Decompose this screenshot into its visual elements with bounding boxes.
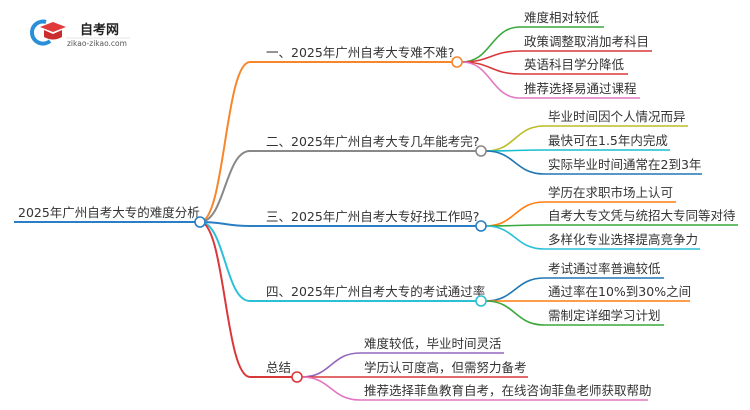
branch-collapse-toggle[interactable] xyxy=(451,56,463,68)
branch-connector xyxy=(199,61,452,223)
leaf-connector xyxy=(485,224,738,227)
leaf-node-label[interactable]: 学历认可度高，但需努力备考 xyxy=(364,360,527,375)
leaf-node-label[interactable]: 学历在求职市场上认可 xyxy=(548,185,673,200)
branch-collapse-toggle[interactable] xyxy=(291,371,303,383)
branch-collapse-toggle[interactable] xyxy=(475,145,487,157)
leaf-connector xyxy=(461,61,640,99)
leaf-node-label[interactable]: 推荐选择菲鱼教育自考，在线咨询菲鱼老师获取帮助 xyxy=(364,383,652,398)
logo-ring-icon xyxy=(29,19,52,46)
leaf-node-label[interactable]: 难度相对较低 xyxy=(524,10,600,25)
leaf-node-label[interactable]: 考试通过率普遍较低 xyxy=(548,261,661,276)
leaf-connector xyxy=(301,352,504,378)
leaf-connector xyxy=(461,26,604,63)
leaf-node-label[interactable]: 实际毕业时间通常在2到3年 xyxy=(548,157,701,172)
root-node-label[interactable]: 2025年广州自考大专的难度分析 xyxy=(18,205,200,220)
leaf-connector xyxy=(485,201,676,227)
branch-node-label[interactable]: 二、2025年广州自考大专几年能考完? xyxy=(266,134,479,149)
leaf-connector xyxy=(485,149,670,152)
graduation-cap-base-icon xyxy=(44,30,62,40)
branch-connector xyxy=(199,150,476,223)
leaf-connector xyxy=(461,61,628,75)
leaf-node-label[interactable]: 需制定详细学习计划 xyxy=(548,308,661,323)
leaf-node-label[interactable]: 最快可在1.5年内完成 xyxy=(548,133,668,148)
root-collapse-toggle[interactable] xyxy=(194,216,206,228)
branch-connector xyxy=(199,221,476,227)
leaf-node-label[interactable]: 推荐选择易通过课程 xyxy=(524,81,637,96)
branch-connector xyxy=(199,221,476,302)
branch-connector xyxy=(199,221,292,378)
leaf-node-label[interactable]: 通过率在10%到30%之间 xyxy=(548,284,691,299)
branch-collapse-toggle[interactable] xyxy=(475,295,487,307)
leaf-connector xyxy=(485,150,702,175)
leaf-node-label[interactable]: 自考大专文凭与统招大专同等对待 xyxy=(548,208,736,223)
leaf-connector xyxy=(301,376,648,401)
leaf-connector xyxy=(485,225,700,250)
branch-node-label[interactable]: 四、2025年广州自考大专的考试通过率 xyxy=(266,284,485,299)
leaf-node-label[interactable]: 英语科目学分降低 xyxy=(524,57,625,72)
leaf-node-label[interactable]: 政策调整取消加考科目 xyxy=(524,34,649,49)
logo: 自考网 zikao-zikao.com xyxy=(29,19,130,48)
leaf-connector xyxy=(485,300,664,326)
branch-node-label[interactable]: 一、2025年广州自考大专难不难? xyxy=(266,45,454,60)
branch-collapse-toggle[interactable] xyxy=(475,220,487,232)
branch-node-label[interactable]: 三、2025年广州自考大专好找工作吗? xyxy=(266,209,479,224)
branch-node-label[interactable]: 总结 xyxy=(266,360,291,375)
logo-title: 自考网 xyxy=(80,22,119,38)
leaf-node-label[interactable]: 多样化专业选择提高竞争力 xyxy=(548,232,698,247)
logo-url: zikao-zikao.com xyxy=(67,39,127,48)
leaf-node-label[interactable]: 难度较低，毕业时间灵活 xyxy=(364,336,502,351)
graduation-cap-icon xyxy=(40,22,66,32)
leaf-connector xyxy=(485,125,688,152)
leaf-node-label[interactable]: 毕业时间因个人情况而异 xyxy=(548,109,686,124)
